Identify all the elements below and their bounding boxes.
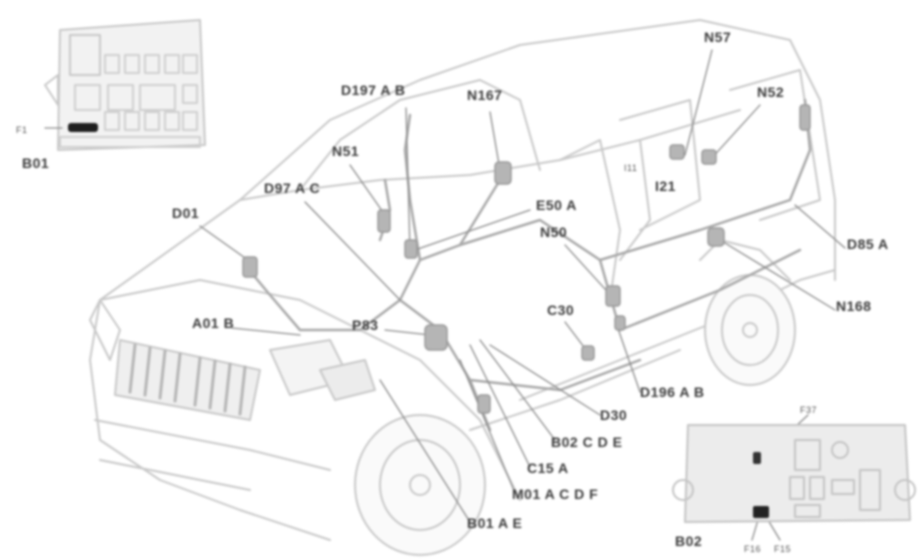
label-f1: F1: [16, 125, 28, 135]
label-d196: D196 A B: [640, 384, 705, 400]
label-f15: F15: [774, 544, 792, 554]
connectors: [242, 104, 811, 414]
label-a01: A01 B: [192, 315, 235, 331]
leader-lines: [44, 49, 846, 541]
fuse-f1-highlight: [68, 123, 98, 132]
label-b01-ae: B01 A E: [467, 515, 523, 531]
label-n168: N168: [836, 298, 872, 314]
label-d01: D01: [172, 205, 200, 221]
label-n57: N57: [704, 29, 732, 45]
label-c30: C30: [547, 302, 575, 318]
label-c15: C15 A: [527, 460, 569, 476]
label-b01-box: B01: [22, 155, 50, 171]
fuse-f15-f16-highlight: [753, 506, 769, 518]
label-n167: N167: [467, 87, 503, 103]
label-e50: E50 A: [536, 197, 577, 213]
fuse-box-b02: [672, 424, 916, 523]
label-p83: P83: [352, 317, 379, 333]
label-f37: F37: [800, 405, 818, 415]
fuse-f37-highlight: [753, 452, 761, 464]
fuse-box-b01: [44, 19, 206, 151]
label-f16: F16: [744, 544, 762, 554]
label-d85: D85 A: [847, 236, 889, 252]
label-i11: I11: [624, 163, 638, 173]
label-n52: N52: [757, 84, 785, 100]
label-d97: D97 A C: [264, 180, 321, 196]
label-n50: N50: [540, 224, 568, 240]
label-d197: D197 A B: [341, 82, 406, 98]
label-n51: N51: [332, 143, 360, 159]
label-m01: M01 A C D F: [512, 486, 599, 502]
label-d30: D30: [600, 407, 628, 423]
van-body: [89, 19, 836, 556]
label-b02-cde: B02 C D E: [551, 434, 623, 450]
label-b02-box: B02: [675, 533, 703, 549]
label-i21: I21: [655, 178, 676, 194]
